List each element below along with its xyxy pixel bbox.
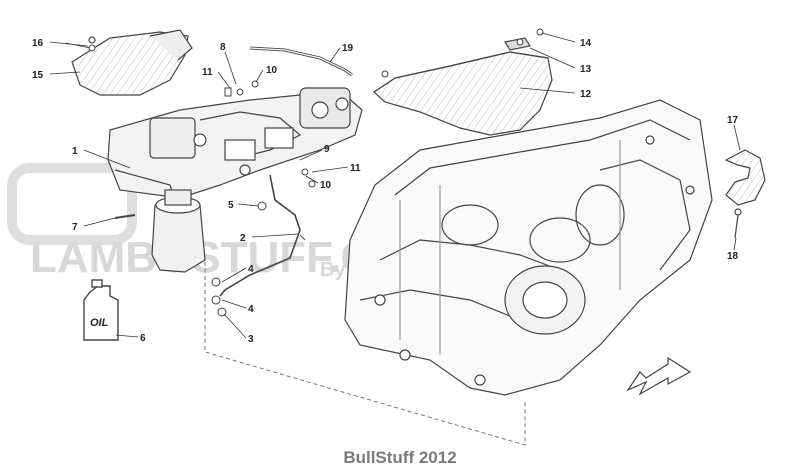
callout-11-left: 11 — [202, 67, 213, 78]
small-hardware — [88, 28, 544, 317]
callout-15: 15 — [32, 70, 44, 81]
gear-selector-unit — [107, 87, 363, 201]
callout-1: 1 — [72, 146, 78, 157]
callout-17: 17 — [727, 115, 739, 126]
footer-credit: BullStuff 2012 — [343, 448, 457, 467]
direction-arrow — [626, 356, 692, 396]
watermark-car-logo — [7, 163, 137, 245]
oil-reservoir — [151, 189, 206, 273]
callout-11-right: 11 — [350, 163, 361, 174]
oil-can-label: OIL — [90, 317, 109, 329]
callout-5: 5 — [228, 200, 234, 211]
callout-10-top: 10 — [266, 65, 278, 76]
callout-4-upper: 4 — [248, 264, 254, 275]
assembly-dashed-outline — [204, 262, 526, 446]
callout-2: 2 — [240, 233, 246, 244]
callout-14: 14 — [580, 38, 592, 49]
callout-13: 13 — [580, 64, 592, 75]
callout-10-bottom: 10 — [320, 180, 332, 191]
callout-3: 3 — [248, 334, 254, 345]
callout-18: 18 — [727, 251, 739, 262]
callout-6: 6 — [140, 333, 146, 344]
callout-8: 8 — [220, 42, 226, 53]
callout-16: 16 — [32, 38, 44, 49]
pipe-clip — [299, 234, 306, 241]
callout-12: 12 — [580, 89, 592, 100]
oil-pipe — [219, 174, 301, 297]
callout-19: 19 — [342, 43, 354, 54]
leader-lines — [49, 32, 741, 339]
gearbox-housing — [344, 99, 713, 396]
gasket-part — [724, 149, 766, 239]
bracket-assembly — [71, 29, 193, 96]
callout-7: 7 — [72, 222, 78, 233]
callout-4-lower: 4 — [248, 304, 254, 315]
heat-shield — [373, 37, 553, 136]
callout-9: 9 — [324, 144, 330, 155]
oil-can — [83, 279, 119, 341]
